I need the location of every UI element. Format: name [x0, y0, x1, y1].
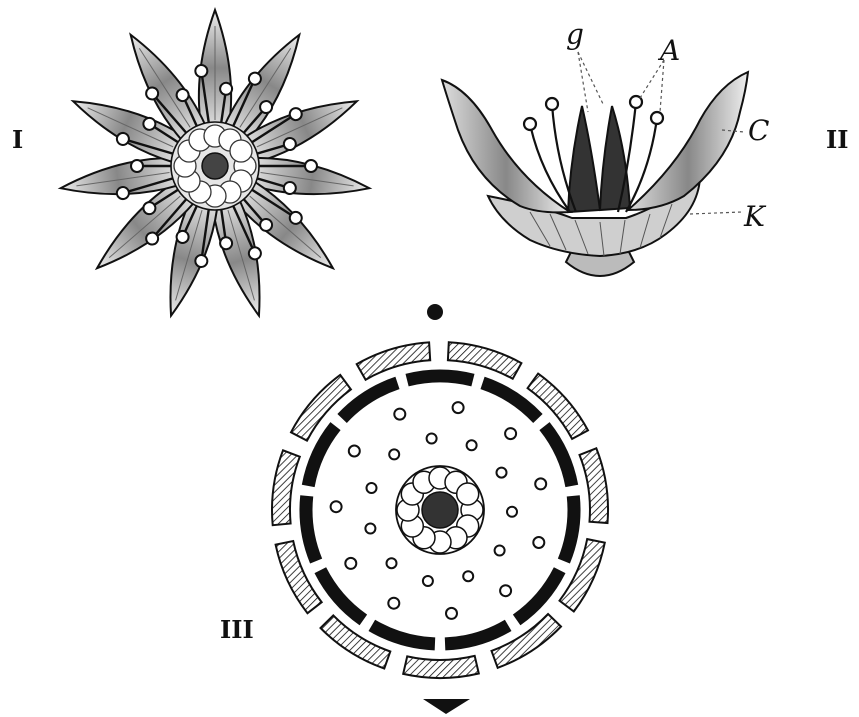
petal: [369, 620, 435, 650]
stamen-inner: [389, 449, 399, 459]
flower-top-view: [58, 10, 371, 320]
petal: [300, 496, 322, 563]
label-a-androecium: A: [657, 34, 680, 67]
stamen-anthers: [524, 96, 663, 130]
stamen-inner: [467, 440, 477, 450]
panel-label-ii: II: [826, 125, 848, 154]
stamen-outer: [331, 501, 342, 512]
sepal: [528, 374, 588, 439]
pistil-right: [600, 106, 630, 210]
stamen-inner: [495, 546, 505, 556]
stamen-outer: [505, 428, 516, 439]
sepal: [291, 375, 351, 441]
sepal: [403, 656, 479, 678]
pistil-left: [568, 106, 600, 212]
stamen-inner: [507, 507, 517, 517]
flower-center: [202, 153, 228, 179]
stamen-outer: [446, 608, 457, 619]
panel-iii-floral-diagram: III: [220, 304, 608, 714]
petal-right: [628, 72, 748, 210]
stamen-inner: [463, 571, 473, 581]
petal: [559, 496, 581, 563]
label-g-gynoecium: g: [566, 18, 584, 51]
stamen-inner: [427, 434, 437, 444]
stamen-inner: [365, 524, 375, 534]
petal: [406, 370, 474, 386]
stamen-outer: [388, 598, 399, 609]
floral-diagram: [272, 342, 608, 678]
label-k-calyx: K: [743, 200, 767, 233]
stamen-outer: [394, 409, 405, 420]
carpel: [230, 140, 252, 162]
stamen-outer: [345, 558, 356, 569]
diagram-center: [422, 492, 458, 528]
stamen-inner: [367, 483, 377, 493]
stamen-outer: [535, 478, 546, 489]
stamen-inner: [497, 468, 507, 478]
stamen-outer: [349, 446, 360, 457]
panel-label-iii: III: [220, 615, 254, 644]
panel-label-i: I: [12, 125, 23, 154]
panel-i-flower-top-view: I: [12, 10, 372, 320]
stamen-outer: [453, 402, 464, 413]
bract-triangle: [423, 699, 470, 714]
panel-ii-flower-section: II: [442, 18, 848, 276]
label-c-corolla: C: [748, 114, 769, 147]
petal: [445, 620, 511, 650]
stamen-outer: [500, 585, 511, 596]
carpel: [457, 483, 479, 505]
axis-position-dot: [427, 304, 443, 320]
stamen-outer: [533, 537, 544, 548]
stamen-inner: [387, 558, 397, 568]
stamen-inner: [423, 576, 433, 586]
